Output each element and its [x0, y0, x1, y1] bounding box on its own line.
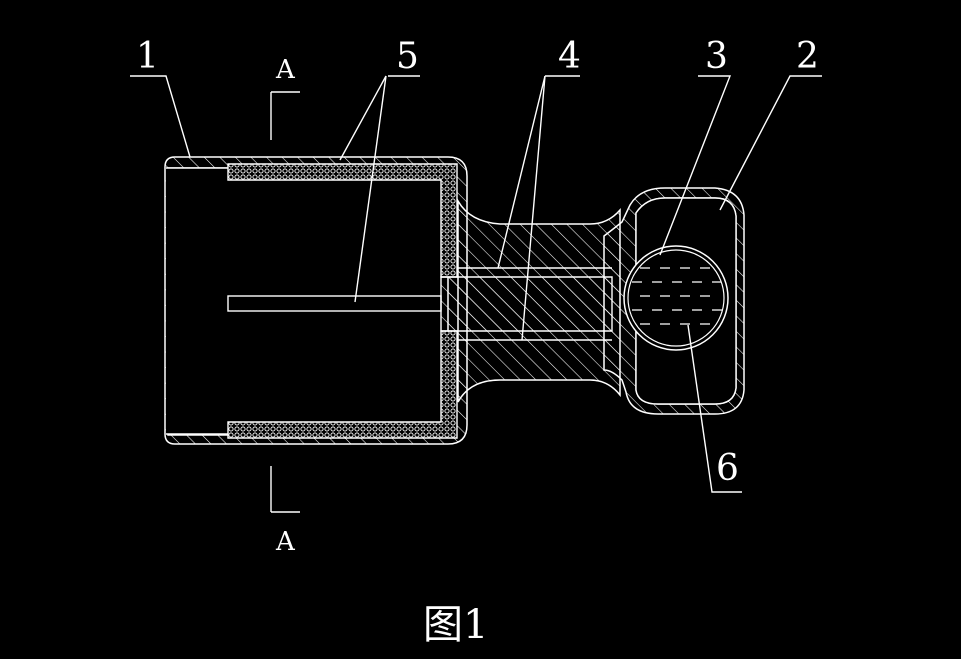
neck — [440, 198, 621, 403]
label-3: 3 — [705, 36, 728, 77]
leader-2: 2 — [719, 36, 822, 211]
leader-5: 5 — [339, 36, 420, 303]
label-6: 6 — [716, 448, 739, 489]
label-2: 2 — [796, 36, 819, 77]
label-4: 4 — [558, 36, 581, 77]
section-label-top: A — [275, 55, 296, 85]
float-ball — [623, 245, 729, 351]
leader-1: 1 — [130, 36, 191, 158]
leader-3: 3 — [659, 36, 732, 256]
label-1: 1 — [136, 36, 159, 77]
probe-rod — [227, 295, 442, 312]
label-5: 5 — [396, 36, 419, 77]
leader-6: 6 — [687, 324, 742, 493]
figure-caption: 图1 — [423, 602, 488, 648]
section-label-bottom: A — [275, 527, 296, 557]
liquid-fill — [632, 267, 722, 325]
leader-4: 4 — [497, 36, 581, 341]
section-marker-bottom: A — [270, 466, 300, 557]
section-marker-top: A — [270, 55, 300, 140]
